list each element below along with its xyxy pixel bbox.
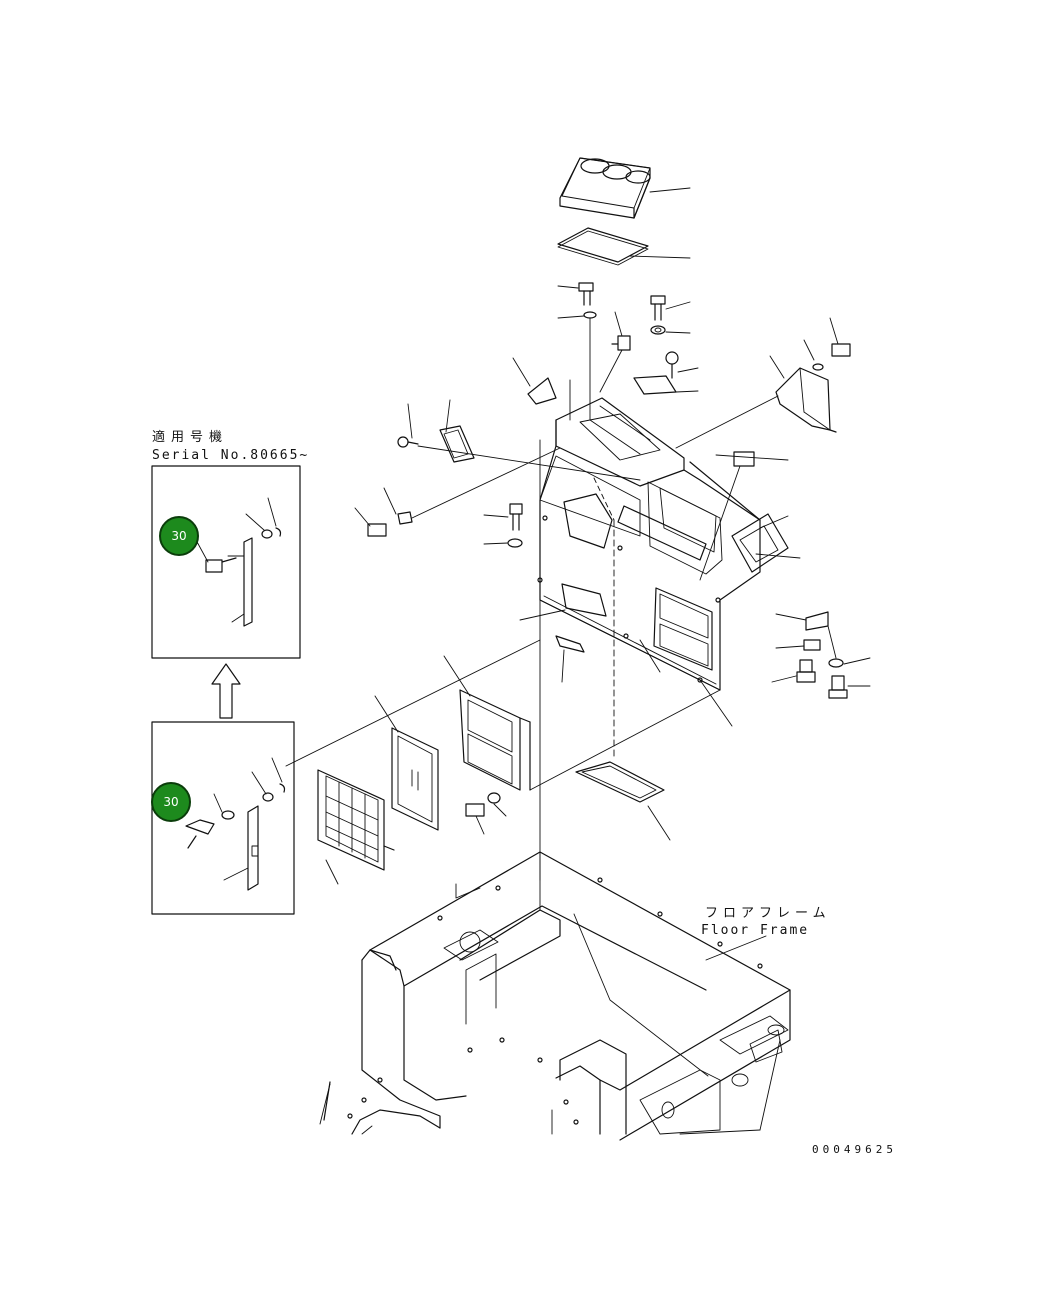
console-panel xyxy=(519,379,801,881)
floor-mat-part xyxy=(575,761,671,841)
serial-note-label-en: Serial No.80665~ xyxy=(152,448,310,463)
left-console-fasteners xyxy=(354,399,755,581)
inset-arrow xyxy=(211,663,241,719)
serial-note-label-ja: 適用号機 xyxy=(152,430,229,445)
floor-frame-label-en: Floor Frame xyxy=(701,923,810,938)
upper-bolts xyxy=(512,282,699,421)
callout-badge-30-upper: 30 xyxy=(159,516,199,556)
cup-holder-part xyxy=(559,157,691,219)
floor-frame-part xyxy=(319,851,791,1141)
filter-panels xyxy=(285,635,721,885)
inset-box-upper xyxy=(151,465,301,659)
figure-number: 00049625 xyxy=(812,1143,897,1156)
right-bracket-part xyxy=(771,611,871,699)
floor-frame-label-ja: フロアフレーム xyxy=(705,906,831,921)
inset-box-lower xyxy=(151,721,295,915)
right-vent-part xyxy=(675,317,851,449)
mat-pad-part xyxy=(557,227,691,266)
callout-badge-30-lower: 30 xyxy=(151,782,191,822)
